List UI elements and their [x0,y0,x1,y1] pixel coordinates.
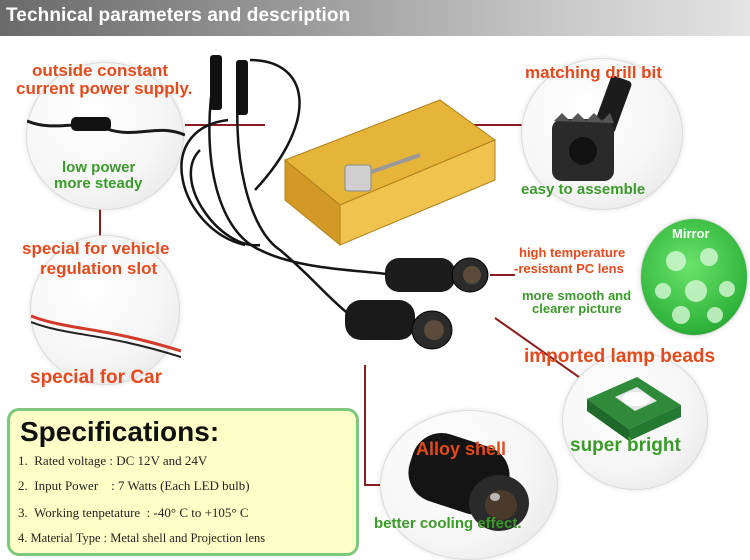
label-easy-assemble: easy to assemble [521,181,646,198]
specifications-panel: Specifications: 1. Rated voltage : DC 12… [7,408,359,556]
wire-connector-right [236,60,248,115]
specifications-title: Specifications: [20,416,220,447]
label-vehicle-slot-2: regulation slot [40,259,158,278]
alloy-shell-circle [380,410,558,560]
label-power-supply-2: current power supply. [16,79,193,98]
power-supply-circle [26,62,186,210]
projector-light-top [385,257,489,293]
label-pc-lens-2: -resistant PC lens [514,261,624,276]
label-lamp-beads: imported lamp beads [524,346,716,367]
led-chip-image [587,377,681,441]
header-bar: Technical parameters and description [0,0,750,36]
label-special-car: special for Car [30,367,162,388]
projector-light-bottom [345,300,453,350]
label-vehicle-slot: special for vehicle [22,239,170,258]
spec-item-temperature: 3. Working tenpetature : -40° C to +105°… [18,505,249,520]
spec-item-material: 4. Material Type : Metal shell and Proje… [18,531,266,545]
lamp-beads-circle [562,352,708,490]
wire-connector-left [210,55,222,110]
drill-bit-image [552,75,632,181]
label-low-power: low power [62,159,136,176]
spec-item-power: 2. Input Power : 7 Watts (Each LED bulb) [18,478,250,493]
drill-bit-circle [521,58,683,210]
label-power-supply: outside constant [32,61,169,80]
wire-harness [180,58,396,316]
label-pc-lens: high temperature [519,245,626,260]
page-title: Technical parameters and description [6,5,351,26]
vehicle-wire-image [30,314,182,358]
connector-line-shell [364,365,380,486]
label-clearer: clearer picture [532,301,622,316]
vehicle-slot-circle [30,235,182,385]
mirror-circle [640,218,748,336]
label-smoother: more smooth and [522,288,632,303]
label-mirror: Mirror [672,226,710,241]
spec-item-voltage: 1. Rated voltage : DC 12V and 24V [18,453,208,468]
alloy-shell-image [408,433,529,531]
label-drill-bit: matching drill bit [525,63,662,82]
water-droplets-image [655,248,735,324]
label-alloy-shell: Alloy shell [416,439,507,459]
drill-bit-box [284,99,497,247]
label-more-steady: more steady [54,175,143,192]
label-super-bright: super bright [570,435,681,456]
label-cooling: better cooling effect. [374,515,522,532]
power-wire-image [26,117,186,137]
